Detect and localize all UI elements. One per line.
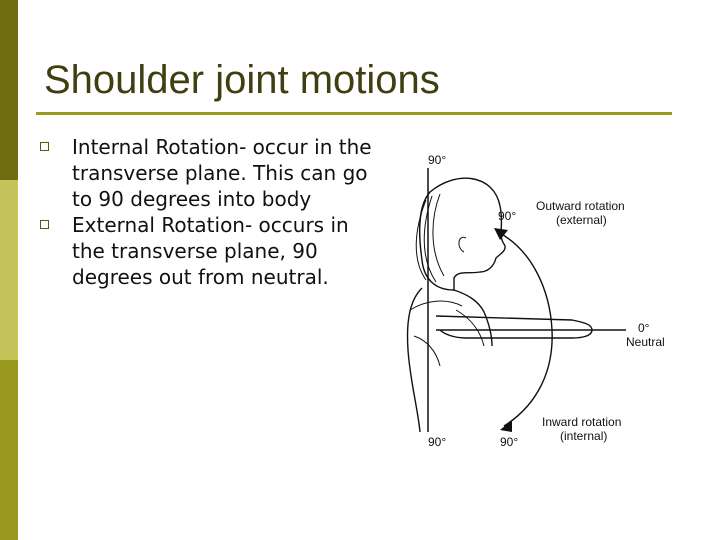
left-accent-bar-middle [0, 180, 18, 360]
arrow-down-icon [500, 420, 512, 432]
label-neutral: Neutral [626, 335, 665, 349]
hair-strokes [415, 193, 445, 283]
label-outward-sub: (external) [556, 213, 607, 227]
label-outward-rotation: Outward rotation [536, 199, 625, 213]
label-zero-angle: 0° [638, 321, 650, 335]
label-bottom-mid-angle: 90° [500, 435, 518, 449]
label-top-angle: 90° [428, 153, 446, 167]
arrow-up-icon [494, 228, 508, 240]
torso-outline [406, 287, 493, 433]
shoulder-rotation-figure: 90° 90° Outward rotation (external) 0° N… [396, 140, 686, 460]
title-underline [36, 112, 672, 115]
bullet-list: Internal Rotation- occur in the transver… [40, 134, 380, 290]
square-bullet-icon [40, 220, 49, 229]
rotation-arc [497, 231, 553, 427]
label-mid-angle: 90° [498, 209, 516, 223]
left-accent-bar-top [0, 0, 18, 180]
label-bottom-left-angle: 90° [428, 435, 446, 449]
left-accent-bar [0, 0, 18, 540]
label-inward-rotation: Inward rotation [542, 415, 621, 429]
square-bullet-icon [40, 142, 49, 151]
extended-arm-outline [435, 315, 593, 339]
bullet-text: External Rotation- occurs in the transve… [72, 213, 349, 289]
ear-outline [458, 236, 467, 253]
shoulder-rotation-illustration: 90° 90° Outward rotation (external) 0° N… [406, 153, 665, 449]
bullet-item-external-rotation: External Rotation- occurs in the transve… [40, 212, 380, 290]
slide-title: Shoulder joint motions [44, 58, 440, 102]
clothing-strokes [409, 300, 485, 367]
bullet-text: Internal Rotation- occur in the transver… [72, 135, 372, 211]
label-inward-sub: (internal) [560, 429, 607, 443]
bullet-item-internal-rotation: Internal Rotation- occur in the transver… [40, 134, 380, 212]
head-outline [418, 177, 506, 291]
